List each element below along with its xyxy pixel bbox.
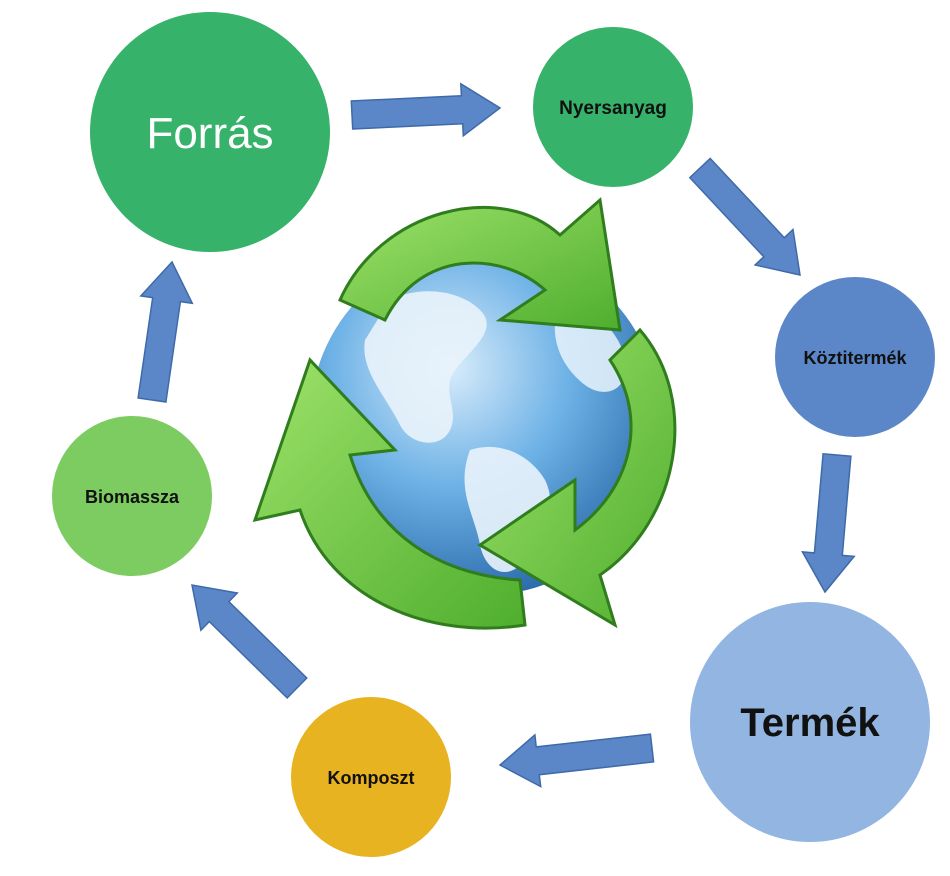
node-koztitermek-circle: [775, 277, 935, 437]
globe-recycle-icon: [252, 197, 677, 630]
node-termek-circle: [690, 602, 930, 842]
node-forras-circle: [90, 12, 330, 252]
arrow-komposzt-to-biomassza: [191, 584, 308, 700]
node-koztitermek-label: Köztitermék: [803, 348, 907, 368]
recycle-arrow-top: [338, 197, 622, 332]
arrow-termek-to-komposzt: [498, 733, 655, 788]
arrow-nyersanyag-to-koztitermek: [688, 157, 801, 276]
node-forras: Forrás: [90, 12, 330, 252]
node-biomassza-circle: [52, 416, 212, 576]
node-termek: Termék: [690, 602, 930, 842]
node-forras-label: Forrás: [146, 109, 273, 158]
arrow-forras-to-nyersanyag: [350, 82, 502, 138]
recycle-arrow-left: [252, 357, 527, 630]
arrow-biomassza-to-forras: [137, 260, 194, 403]
node-biomassza-label: Biomassza: [85, 487, 180, 507]
node-koztitermek: Köztitermék: [775, 277, 935, 437]
node-nyersanyag: Nyersanyag: [533, 27, 693, 187]
continent-shape: [364, 291, 487, 443]
cycle-arrows: [137, 82, 856, 788]
arrow-koztitermek-to-termek: [801, 452, 856, 594]
node-biomassza: Biomassza: [52, 416, 212, 576]
node-komposzt-circle: [291, 697, 451, 857]
recycle-arrow-right: [477, 327, 677, 629]
node-nyersanyag-label: Nyersanyag: [559, 98, 667, 119]
node-komposzt-label: Komposzt: [328, 768, 415, 788]
node-termek-label: Termék: [740, 701, 880, 745]
node-komposzt: Komposzt: [291, 697, 451, 857]
node-nyersanyag-circle: [533, 27, 693, 187]
